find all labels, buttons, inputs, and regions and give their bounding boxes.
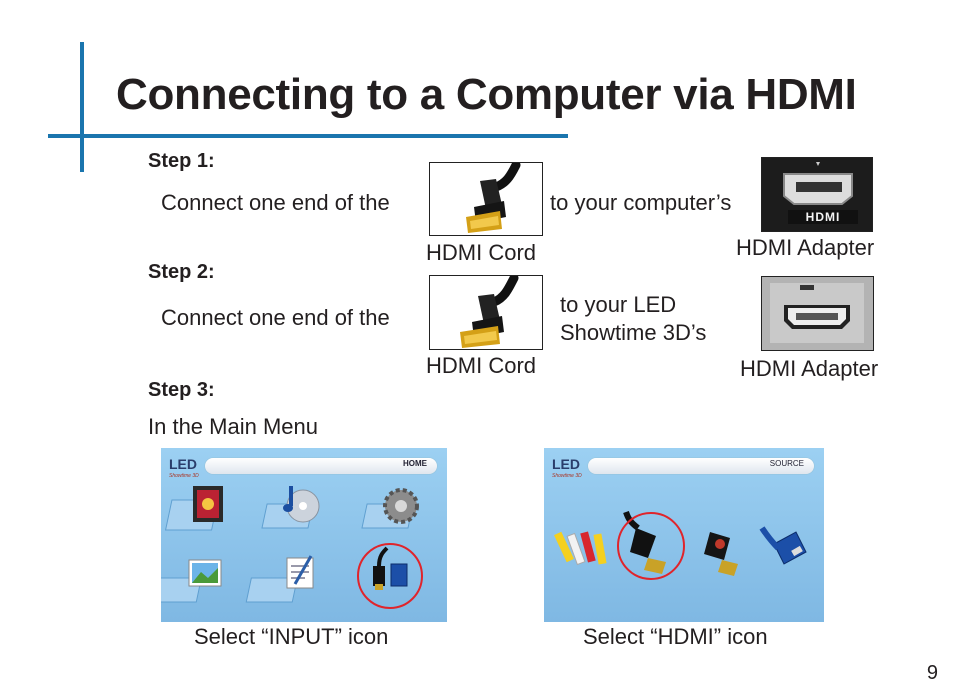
photo-icon [161,559,222,603]
source-bar-label: SOURCE [769,459,804,468]
movie-icon [164,486,223,531]
source-icons [554,511,807,580]
home-menu-bar: HOME [205,458,437,474]
step-2-text-after-line2: Showtime 3D’s [560,320,707,345]
page-title: Connecting to a Computer via HDMI [116,70,857,119]
step-2-cord-caption: HDMI Cord [426,353,537,378]
hdmi-cord-image-2 [429,275,543,350]
hdmi-cord-icon [460,276,519,348]
step-1-text-before: Connect one end of the [161,190,390,215]
projector-hdmi-adapter-image [761,276,874,351]
hdmi-port-icon: HDMI [762,158,872,231]
title-accent-horizontal-bar [48,134,568,138]
step-3-label: Step 3: [148,379,215,401]
highlight-circle [617,512,685,580]
screen-2-caption: Select “HDMI” icon [583,624,768,649]
screen-1-caption: Select “INPUT” icon [194,624,389,649]
hdmi-adapter-logo-text: HDMI [806,210,841,224]
step-2-label: Step 2: [148,261,215,283]
step-1-cord-caption: HDMI Cord [426,240,537,265]
menu-icons [161,486,423,609]
computer-hdmi-adapter-image: HDMI [761,157,873,232]
gear-icon [361,488,419,529]
hdmi-icon [623,511,666,574]
input-icon [373,546,408,590]
step-2-adapter-caption: HDMI Adapter [740,356,879,381]
home-bar-label: HOME [403,459,427,468]
page-number: 9 [926,662,938,684]
step-1-label: Step 1: [148,150,215,172]
hdmi-port-icon [762,277,873,350]
step-2-text-before: Connect one end of the [161,305,390,330]
source-menu-bar: SOURCE [588,458,814,474]
music-icon [261,486,320,529]
hdmi-cord-image [429,162,543,236]
highlight-circle [357,543,423,609]
step-2-text-after-line1: to your LED [560,292,677,317]
document-icon [245,555,314,603]
av-cable-icon [554,531,607,566]
hdmi-cord-icon [466,163,521,233]
title-accent-vertical-bar [80,42,84,172]
step-1-adapter-caption: HDMI Adapter [736,235,875,260]
step-1-text-after: to your computer’s [550,190,732,215]
hdmi-alt-icon [704,532,738,576]
step-3-text: In the Main Menu [148,414,318,439]
vga-icon [759,526,807,565]
